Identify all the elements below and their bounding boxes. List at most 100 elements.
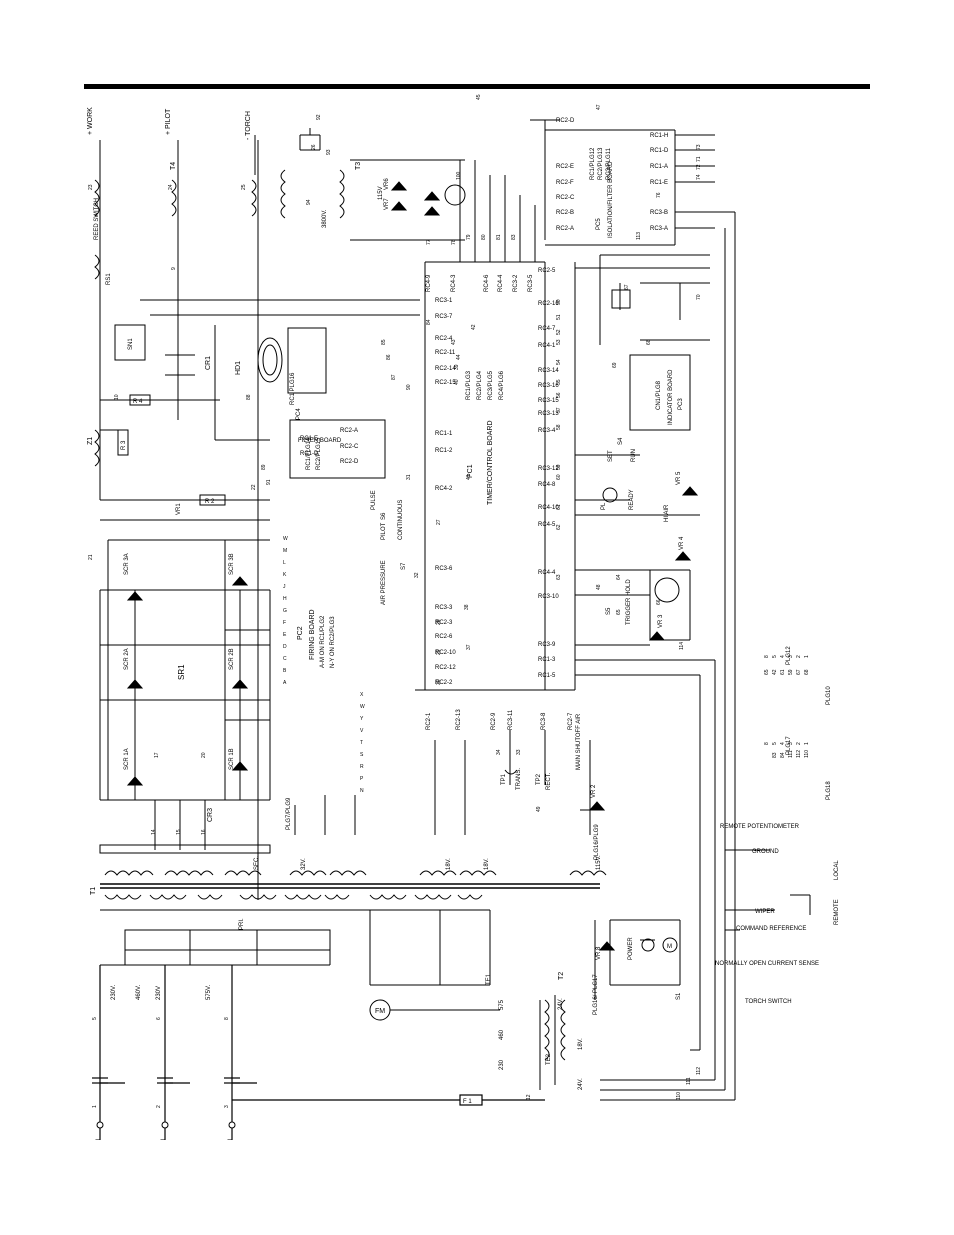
pc1-plug-2: RC3/PLG5 — [488, 370, 494, 400]
pc2-sub1: A-M ON RC1/PLG2 — [320, 615, 326, 668]
connector-top-0: RC2-D — [556, 118, 575, 124]
plg12-wire-2: 61 — [780, 669, 786, 675]
wire-number: 59 — [556, 464, 562, 470]
wire-number: 62 — [556, 524, 562, 530]
v18c-label: 18V. — [578, 1038, 584, 1050]
connector-right-12: RC4-5 — [538, 522, 556, 528]
sr1-label: SR1 — [177, 664, 186, 680]
scr-1: SCR 3B — [229, 553, 235, 575]
wire-number: 34 — [496, 749, 502, 755]
wire-number: 24 — [168, 184, 174, 190]
connector-right-6: RC3-15 — [538, 398, 559, 404]
wire-number: 112 — [696, 1067, 702, 1075]
wire-number: 15 — [176, 829, 182, 835]
pc2-pin-3: K — [283, 572, 287, 578]
v230-label: 230V. — [111, 985, 117, 1000]
t3-hv — [254, 128, 466, 241]
pc2-pin-18: S — [360, 752, 364, 758]
pc5-title: ISOLATION/FILTER BOARD — [608, 161, 614, 238]
wire-number: 55 — [556, 379, 562, 385]
rc1-plg16-label: RC1 PLG16 — [290, 372, 296, 405]
pc2-pin-7: F — [283, 620, 286, 626]
plg17-pin-2: 4 — [780, 742, 786, 745]
wire-number: 8 — [224, 1017, 230, 1020]
plg17-pin-0: 8 — [764, 742, 770, 745]
connector-mid-0: RC3-1 — [435, 298, 453, 304]
plg12-pin-3: 3 — [788, 655, 794, 658]
connector-mid-6: RC1-1 — [435, 431, 453, 437]
v460-label: 460V. — [136, 985, 142, 1000]
s6-label: S6 — [381, 512, 387, 520]
fan-motor-label: FM — [375, 1008, 385, 1015]
connector-rc4-0: RC4-9 — [426, 274, 432, 292]
connector-mid-5: RC2-15 — [435, 380, 456, 386]
reed-switch-label: REED SWITCH — [94, 198, 100, 240]
v3800-label: 3800V. — [322, 209, 328, 228]
plg12-label: PLG12 — [786, 646, 792, 665]
te1-label: TE1 — [486, 973, 492, 985]
hd1-label: HD1 — [235, 361, 242, 375]
wire-number: 45 — [476, 94, 482, 100]
remote-command: COMMAND REFERENCE — [736, 926, 806, 932]
plg12-wire-4: 67 — [796, 669, 802, 675]
connector-right-17: RC1-5 — [538, 673, 556, 679]
pc3-label: PC3 — [678, 398, 684, 410]
connector-mid-14: RC2-12 — [435, 665, 456, 671]
plg17-wire-4: 110 — [804, 750, 810, 758]
plg17-wire-3: 112 — [796, 750, 802, 758]
plg17-pin-5: 1 — [804, 742, 810, 745]
scr-2: SCR 2A — [124, 648, 130, 670]
wire-number: 41 — [466, 474, 472, 480]
right-control — [574, 212, 736, 1101]
connector-rc4-3: RC4-4 — [498, 274, 504, 292]
wire-number: 28 — [436, 619, 442, 625]
wire-number: 26 — [311, 144, 317, 150]
filter-connector-2: RC2-A — [340, 428, 358, 434]
connector-right-10: RC4-8 — [538, 482, 556, 488]
input-lines — [92, 965, 545, 1140]
vr-4: VR 5 — [676, 471, 682, 485]
plg17-wire-1: 84 — [780, 752, 786, 758]
vr-0: VR1 — [176, 503, 182, 515]
wire-number: 25 — [241, 184, 247, 190]
wire-number: 67 — [624, 284, 630, 290]
wire-number: 71 — [696, 156, 702, 162]
wire-number: 88 — [246, 394, 252, 400]
pc3-title: INDICATOR BOARD — [668, 369, 674, 425]
pc2-pin-19: R — [360, 764, 364, 770]
plg12-pin-2: 4 — [780, 655, 786, 658]
wire-number: 60 — [556, 474, 562, 480]
vr-3: VR 4 — [679, 536, 685, 550]
wire-number: 17 — [154, 752, 160, 758]
hd1-sensor — [257, 337, 283, 383]
s7-label: S7 — [401, 562, 407, 570]
pc2-pin-2: L — [283, 560, 286, 566]
plg17-pin-3: 3 — [788, 742, 794, 745]
pc2-pin-20: P — [360, 776, 364, 782]
vr-7: VR 8 — [596, 946, 602, 960]
pulse-label: PULSE — [371, 490, 377, 510]
wire-number: 52 — [556, 329, 562, 335]
wire-number: 114 — [679, 642, 685, 650]
connector-mid-13: RC2-10 — [435, 650, 456, 656]
plg17-wire-0: 83 — [772, 752, 778, 758]
connector-bottom-3: RC3-11 — [508, 709, 514, 730]
cr1-label: CR1 — [205, 356, 212, 370]
t4-label: T4 — [170, 162, 177, 170]
fuse-label: F 1 — [463, 1099, 472, 1105]
wire-number: 85 — [381, 339, 387, 345]
local-label: LOCAL — [834, 860, 840, 880]
connector-bottom-0: RC2-1 — [426, 712, 432, 730]
pc3-plug: CN1/PLG8 — [656, 380, 662, 410]
sn1-label: SN1 — [128, 338, 134, 350]
motor-label: M — [667, 944, 672, 950]
plg12-pin-4: 2 — [796, 655, 802, 658]
connector-right-8: RC3-4 — [538, 428, 556, 434]
wire-number: 89 — [261, 464, 267, 470]
connector-top-1: RC2-E — [556, 164, 574, 170]
wire-number: 68 — [646, 339, 652, 345]
r4-label: R 4 — [133, 399, 143, 405]
wire-number: 31 — [406, 474, 412, 480]
hi-air-label: HI AIR — [664, 504, 670, 522]
